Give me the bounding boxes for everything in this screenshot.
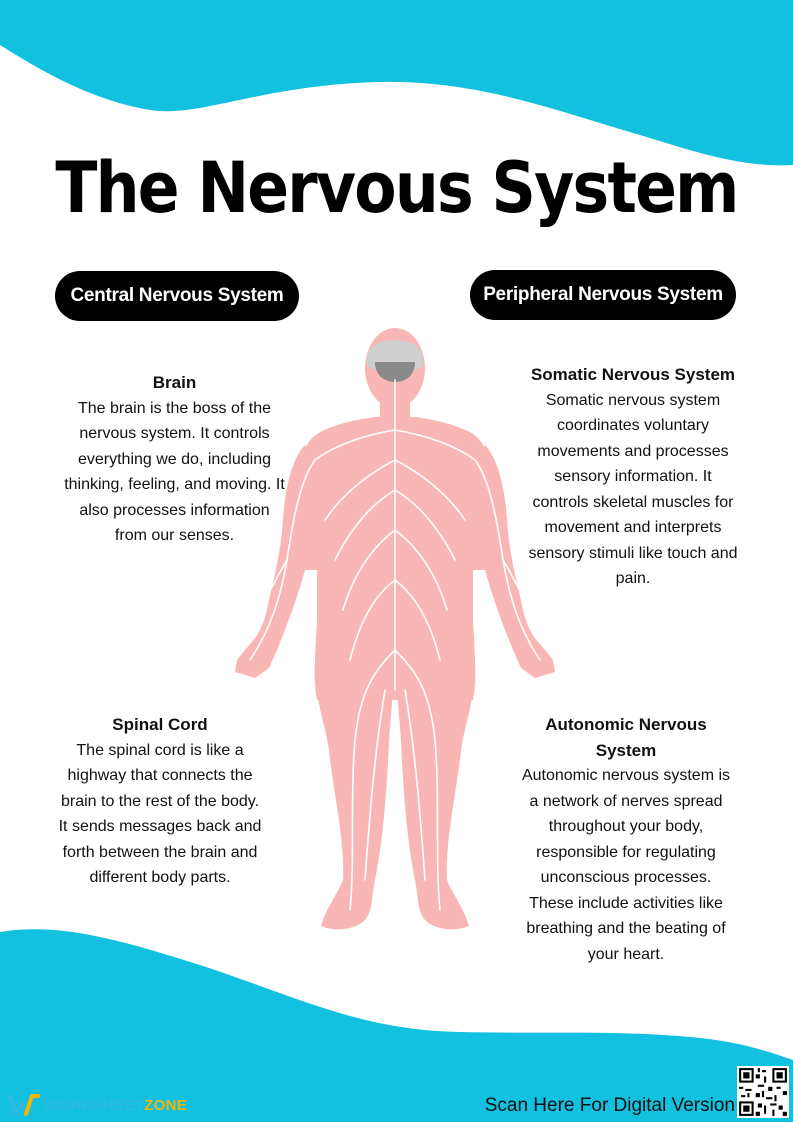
spinal-cord-section: Spinal Cord The spinal cord is like a hi… (55, 712, 265, 891)
autonomic-description: Autonomic nervous system is a network of… (521, 767, 731, 963)
human-body-illustration (235, 328, 555, 930)
peripheral-nervous-system-label: Peripheral Nervous System (470, 270, 736, 320)
top-wave-decoration (0, 0, 793, 166)
brain-description: The brain is the boss of the nervous sys… (64, 399, 285, 545)
page-title: The Nervous System (55, 147, 739, 229)
brain-heading: Brain (152, 373, 197, 392)
cerebellum-shape (375, 362, 415, 382)
bottom-wave-decoration (0, 929, 793, 1122)
worksheetzone-logo[interactable]: WORKSHEETZONE (8, 1093, 187, 1117)
brain-section: Brain The brain is the boss of the nervo… (62, 370, 287, 549)
somatic-description: Somatic nervous system coordinates volun… (528, 391, 738, 588)
somatic-heading: Somatic Nervous System (530, 365, 736, 384)
spinal-cord-description: The spinal cord is like a highway that c… (58, 741, 262, 887)
qr-code[interactable] (737, 1066, 789, 1118)
logo-word-zone: ZONE (144, 1096, 188, 1114)
scan-instruction: Scan Here For Digital Version (484, 1095, 735, 1116)
central-nervous-system-label: Central Nervous System (55, 271, 299, 321)
w-logo-icon (8, 1094, 40, 1116)
spinal-cord-heading: Spinal Cord (112, 715, 208, 734)
logo-word-worksheet: WORKSHEET (44, 1096, 145, 1114)
autonomic-section: Autonomic Nervous System Autonomic nervo… (521, 712, 731, 967)
logo-wordmark: WORKSHEETZONE (44, 1097, 187, 1114)
somatic-section: Somatic Nervous System Somatic nervous s… (528, 362, 738, 592)
autonomic-heading: Autonomic Nervous System (545, 715, 707, 760)
nerve-lines (244, 379, 546, 911)
